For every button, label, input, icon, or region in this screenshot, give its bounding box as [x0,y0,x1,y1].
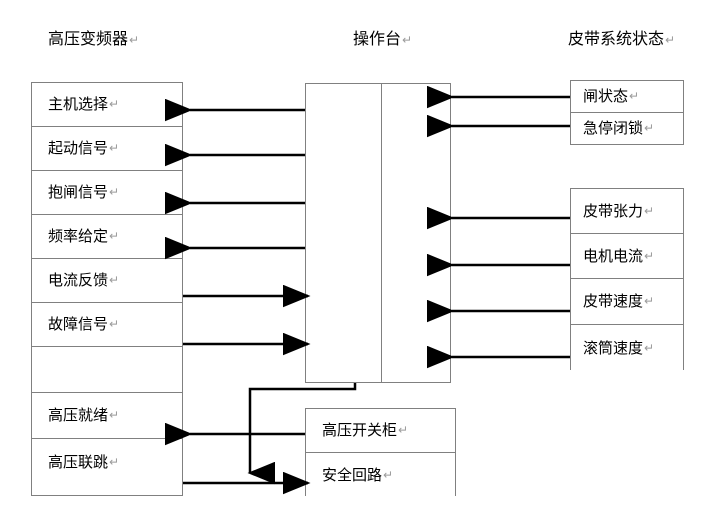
left-row-8[interactable]: 高压联跳↵ [32,439,182,485]
console-box[interactable] [305,83,451,383]
pilcrow-mark: ↵ [109,141,120,155]
right-bottom-row-0-label: 皮带张力 [583,201,644,220]
console-divider [381,84,382,382]
pilcrow-mark: ↵ [398,423,409,437]
pilcrow-mark: ↵ [109,229,120,243]
pilcrow-mark: ↵ [629,89,640,103]
left-row-4-label: 电流反馈 [48,271,109,289]
right-top-row-0-label: 闸状态 [583,87,629,105]
bottom-row-0-label: 高压开关柜 [322,421,398,439]
left-row-7-label: 高压就绪 [48,406,109,424]
left-row-1[interactable]: 起动信号↵ [32,127,182,171]
right-bottom-group: 皮带张力↵ 电机电流↵ 皮带速度↵ 滚筒速度↵ [570,188,684,371]
right-bottom-row-3-label: 滚筒速度 [583,338,644,357]
left-row-2-label: 抱闸信号 [48,183,109,201]
pilcrow-mark: ↵ [109,97,120,111]
right-top-row-1[interactable]: 急停闭锁↵ [571,113,683,144]
pilcrow-mark: ↵ [109,408,120,422]
right-bottom-row-1[interactable]: 电机电流↵ [571,234,683,279]
left-row-2[interactable]: 抱闸信号↵ [32,171,182,215]
left-row-4[interactable]: 电流反馈↵ [32,259,182,303]
left-row-1-label: 起动信号 [48,139,109,157]
bottom-group: 高压开关柜↵ 安全回路↵ [305,408,456,497]
right-bottom-row-1-label: 电机电流 [583,246,644,265]
left-row-3[interactable]: 频率给定↵ [32,215,182,259]
pilcrow-mark: ↵ [109,317,120,331]
pilcrow-mark: ↵ [383,467,394,482]
bottom-row-1[interactable]: 安全回路↵ [306,453,455,497]
left-row-7[interactable]: 高压就绪↵ [32,393,182,439]
header-right: 皮带系统状态↵ [568,29,676,48]
right-top-group: 闸状态↵ 急停闭锁↵ [570,80,684,145]
right-top-row-0[interactable]: 闸状态↵ [571,81,683,113]
right-bottom-row-2-label: 皮带速度 [583,292,644,310]
right-bottom-row-0[interactable]: 皮带张力↵ [571,189,683,234]
left-row-5[interactable]: 故障信号↵ [32,303,182,347]
left-row-5-label: 故障信号 [48,315,109,333]
left-signal-group: 主机选择↵ 起动信号↵ 抱闸信号↵ 频率给定↵ 电流反馈↵ 故障信号↵ 高压就绪… [31,82,183,496]
header-center: 操作台↵ [353,29,413,48]
left-row-3-label: 频率给定 [48,227,109,245]
left-row-6-blank[interactable] [32,347,182,393]
right-top-row-1-label: 急停闭锁 [583,119,644,137]
pilcrow-mark: ↵ [109,185,120,199]
pilcrow-mark: ↵ [129,33,140,47]
bottom-row-1-label: 安全回路 [322,465,383,484]
pilcrow-mark: ↵ [109,273,120,287]
pilcrow-mark: ↵ [644,294,655,308]
pilcrow-mark: ↵ [402,33,413,47]
left-row-0[interactable]: 主机选择↵ [32,83,182,127]
pilcrow-mark: ↵ [665,33,676,47]
pilcrow-mark: ↵ [644,121,655,135]
header-left: 高压变频器↵ [48,29,140,48]
left-row-0-label: 主机选择 [48,95,109,113]
right-bottom-row-3[interactable]: 滚筒速度↵ [571,325,683,371]
right-bottom-row-2[interactable]: 皮带速度↵ [571,279,683,325]
pilcrow-mark: ↵ [644,248,655,263]
pilcrow-mark: ↵ [109,454,120,469]
pilcrow-mark: ↵ [644,340,655,355]
left-row-8-label: 高压联跳 [48,452,109,471]
pilcrow-mark: ↵ [644,203,655,218]
bottom-row-0[interactable]: 高压开关柜↵ [306,409,455,453]
